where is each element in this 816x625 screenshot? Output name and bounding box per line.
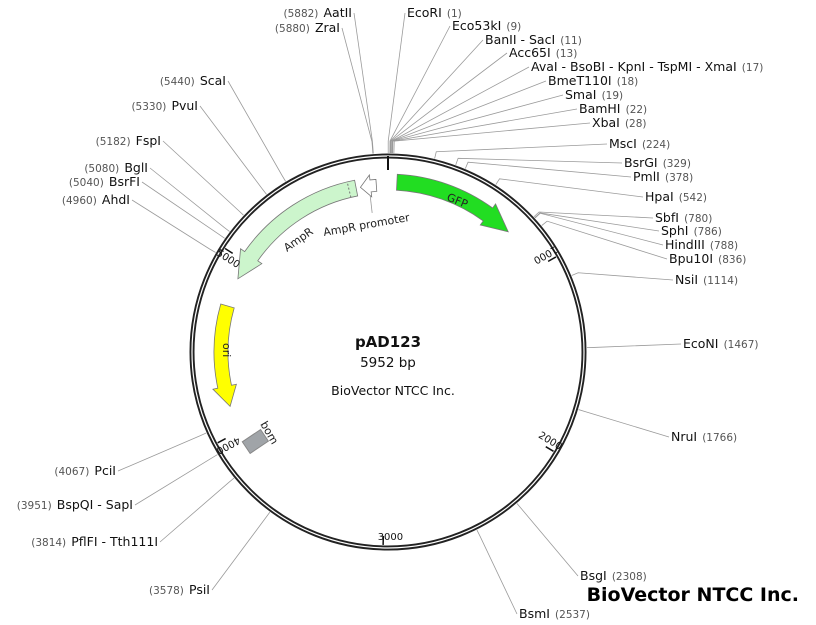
site-label[interactable]: (4960) AhdI: [62, 189, 130, 208]
site-label[interactable]: HpaI (542): [645, 186, 707, 205]
tick-label: 4000: [214, 434, 242, 456]
tick-mark: [224, 247, 234, 254]
site-label[interactable]: SbfI (780): [655, 207, 712, 226]
ampr-arrow[interactable]: [237, 179, 359, 280]
leader-line: [495, 178, 644, 198]
site-label[interactable]: NsiI (1114): [675, 269, 738, 288]
site-label[interactable]: (3951) BspQI - SapI: [17, 494, 133, 513]
tick-label: 1000: [531, 243, 559, 265]
leader-line: [534, 212, 664, 246]
tick-label: 3000: [378, 532, 403, 543]
tick-mark: [547, 256, 557, 263]
leader-line: [476, 529, 518, 615]
ampr-divider: [346, 181, 352, 198]
tick-mark: [217, 437, 226, 444]
leader-line: [387, 12, 406, 154]
site-label[interactable]: (4067) PciI: [54, 460, 116, 479]
site-label[interactable]: BmeT110I (18): [548, 70, 638, 89]
site-label[interactable]: EcoRI (1): [407, 2, 462, 21]
leader-line: [392, 108, 578, 154]
leader-line: [134, 454, 218, 506]
site-label[interactable]: NruI (1766): [671, 426, 737, 445]
site-label[interactable]: BsrGI (329): [624, 152, 691, 171]
promoter-pointer: [369, 194, 373, 213]
feature-label-ori: ori: [220, 343, 233, 357]
leader-line: [391, 94, 564, 154]
site-label[interactable]: (5880) ZraI: [275, 17, 340, 36]
leader-line: [131, 199, 216, 253]
site-label[interactable]: (5182) FspI: [96, 130, 161, 149]
site-label[interactable]: SmaI (19): [565, 84, 623, 103]
site-label[interactable]: BsmI (2537): [519, 603, 590, 622]
site-label[interactable]: (5080) BglI: [84, 157, 148, 176]
leader-line: [159, 477, 235, 543]
bom-box[interactable]: [241, 428, 270, 455]
site-label[interactable]: BamHI (22): [579, 98, 647, 117]
site-label[interactable]: Bpu10I (836): [669, 248, 746, 267]
leader-line: [389, 25, 451, 154]
feature-label-ampr-promoter: AmpR promoter: [322, 211, 411, 239]
leader-line: [391, 80, 547, 154]
leader-line: [389, 39, 484, 154]
ampr-promoter-arrow[interactable]: [359, 173, 378, 198]
site-label[interactable]: BanII - SacI (11): [485, 29, 582, 48]
site-label[interactable]: Acc65I (13): [509, 42, 577, 61]
leader-line: [199, 105, 267, 195]
leader-line: [434, 143, 608, 159]
site-label[interactable]: Eco53kI (9): [452, 15, 521, 34]
watermark: BioVector NTCC Inc.: [587, 584, 799, 606]
leader-line: [390, 52, 508, 154]
leader-line: [534, 212, 660, 232]
right-site-labels: EcoRI (1) Eco53kI (9) BanII - SacI (11) …: [407, 2, 763, 622]
leader-line: [211, 511, 271, 591]
leader-line: [117, 432, 207, 472]
leader-line: [533, 211, 654, 219]
plasmid-name: pAD123: [355, 333, 421, 351]
leader-line: [353, 12, 374, 154]
site-label[interactable]: MscI (224): [609, 133, 670, 152]
ori-arrow[interactable]: [212, 303, 237, 408]
site-label[interactable]: SphI (786): [661, 220, 722, 239]
site-label[interactable]: HindIII (788): [665, 234, 738, 253]
site-label[interactable]: EcoNI (1467): [683, 333, 758, 352]
leader-line: [464, 161, 632, 178]
site-label[interactable]: AvaI - BsoBI - KpnI - TspMI - XmaI (17): [531, 56, 763, 75]
gfp-arrow[interactable]: [396, 173, 509, 233]
leader-line: [455, 157, 623, 166]
leader-line: [571, 272, 674, 281]
site-label[interactable]: XbaI (28): [592, 112, 647, 131]
plasmid-source: BioVector NTCC Inc.: [331, 383, 455, 398]
left-site-labels: (5882) AatII (5880) ZraI (5440) ScaI (53…: [17, 2, 352, 598]
site-leader-lines: [117, 12, 682, 615]
site-label[interactable]: (3814) PflFI - Tth111I: [31, 531, 158, 550]
leader-line: [341, 27, 374, 154]
site-label[interactable]: (5040) BsrFI: [69, 171, 140, 190]
leader-line: [227, 80, 286, 182]
site-label[interactable]: (5330) PvuI: [131, 95, 198, 114]
site-label[interactable]: PmlI (378): [633, 166, 693, 185]
tick-mark: [545, 446, 554, 452]
site-label[interactable]: (5882) AatII: [283, 2, 352, 21]
leader-line: [578, 409, 670, 438]
site-label[interactable]: (5440) ScaI: [160, 70, 226, 89]
leader-line: [162, 140, 244, 216]
site-label[interactable]: (3578) PsiI: [149, 579, 210, 598]
feature-arrows: [212, 173, 509, 455]
leader-line: [149, 167, 230, 232]
leader-line: [516, 503, 579, 577]
leader-line: [393, 122, 591, 154]
plasmid-size: 5952 bp: [360, 355, 416, 371]
leader-line: [541, 220, 668, 260]
leader-line: [586, 343, 682, 348]
leader-line: [141, 181, 225, 239]
site-label[interactable]: BsgI (2308): [580, 565, 647, 584]
tick-label: 5000: [214, 248, 241, 271]
